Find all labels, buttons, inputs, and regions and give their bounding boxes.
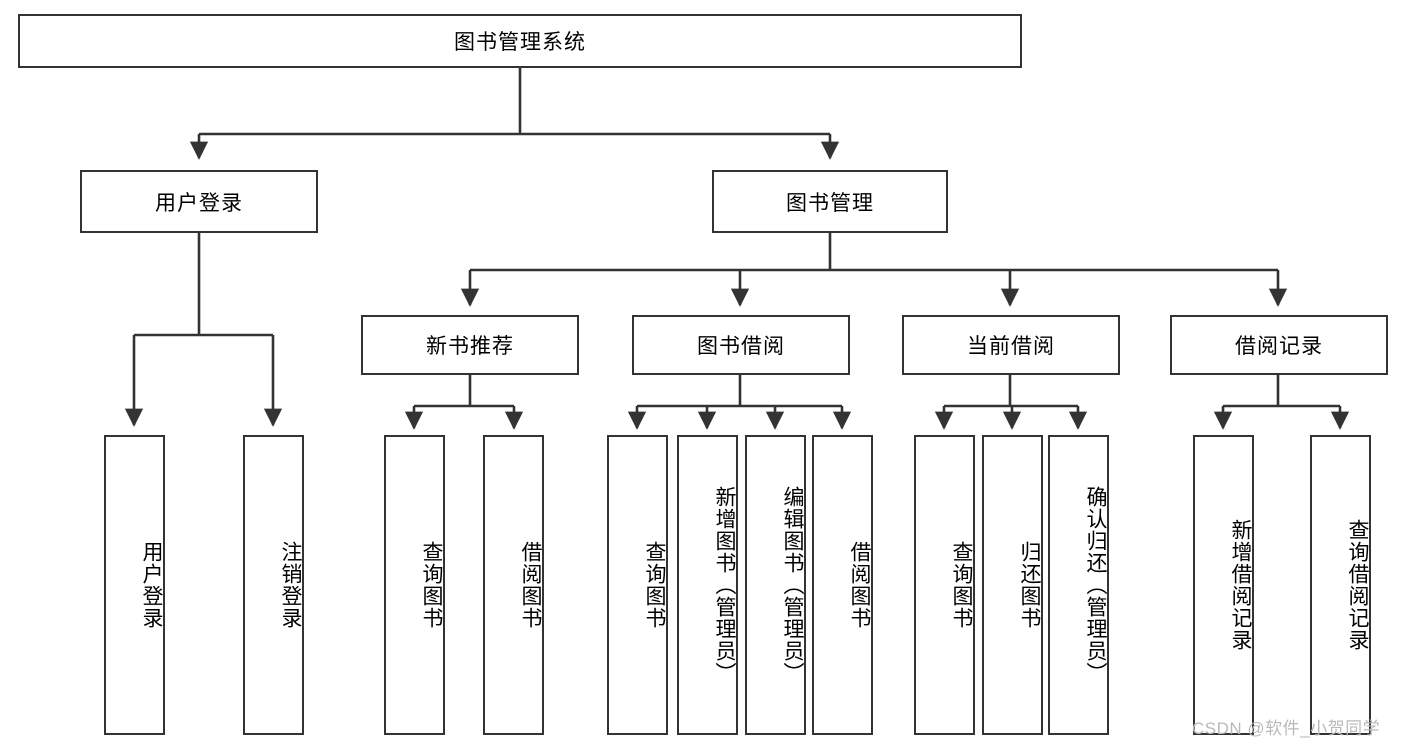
leaf-edit-book-admin[interactable]: 编辑图书（管理员） [745,435,806,735]
leaf-user-login[interactable]: 用户登录 [104,435,165,735]
leaf-borrow-books-recommendation[interactable]: 借阅图书 [483,435,544,735]
node-label: 查询借阅记录 [1346,519,1369,651]
node-label: 用户登录 [155,191,243,215]
node-user-login[interactable]: 用户登录 [80,170,318,233]
leaf-confirm-return-admin[interactable]: 确认归还（管理员） [1048,435,1109,735]
leaf-logout[interactable]: 注销登录 [243,435,304,735]
node-root-book-management-system[interactable]: 图书管理系统 [18,14,1022,68]
node-label: 图书管理系统 [454,31,586,54]
leaf-query-books-current[interactable]: 查询图书 [914,435,975,735]
node-label: 查询图书 [643,541,666,629]
node-label: 新增借阅记录 [1229,519,1252,651]
node-label: 图书借阅 [697,335,785,358]
node-new-book-recommendation[interactable]: 新书推荐 [361,315,579,375]
node-label: 确认归还（管理员） [1084,486,1107,684]
node-label: 借阅图书 [848,541,871,629]
leaf-return-books[interactable]: 归还图书 [982,435,1043,735]
leaf-borrow-books-borrowing[interactable]: 借阅图书 [812,435,873,735]
node-label: 归还图书 [1018,541,1041,629]
node-label: 当前借阅 [967,335,1055,358]
node-label: 借阅记录 [1235,335,1323,358]
node-label: 借阅图书 [519,541,542,629]
node-label: 用户登录 [140,541,163,629]
node-label: 查询图书 [420,541,443,629]
node-book-management[interactable]: 图书管理 [712,170,948,233]
node-label: 编辑图书（管理员） [781,486,804,684]
node-label: 查询图书 [950,541,973,629]
leaf-query-borrowing-record[interactable]: 查询借阅记录 [1310,435,1371,735]
node-current-borrowing[interactable]: 当前借阅 [902,315,1120,375]
node-label: 新增图书（管理员） [713,486,736,684]
node-book-borrowing[interactable]: 图书借阅 [632,315,850,375]
leaf-query-books-borrowing[interactable]: 查询图书 [607,435,668,735]
node-label: 图书管理 [786,191,874,215]
csdn-watermark: CSDN @软件_小贺同学 [1192,719,1381,738]
node-borrowing-records[interactable]: 借阅记录 [1170,315,1388,375]
leaf-query-books-recommendation[interactable]: 查询图书 [384,435,445,735]
leaf-add-book-admin[interactable]: 新增图书（管理员） [677,435,738,735]
node-label: 注销登录 [279,541,302,629]
node-label: 新书推荐 [426,335,514,358]
leaf-add-borrowing-record[interactable]: 新增借阅记录 [1193,435,1254,735]
